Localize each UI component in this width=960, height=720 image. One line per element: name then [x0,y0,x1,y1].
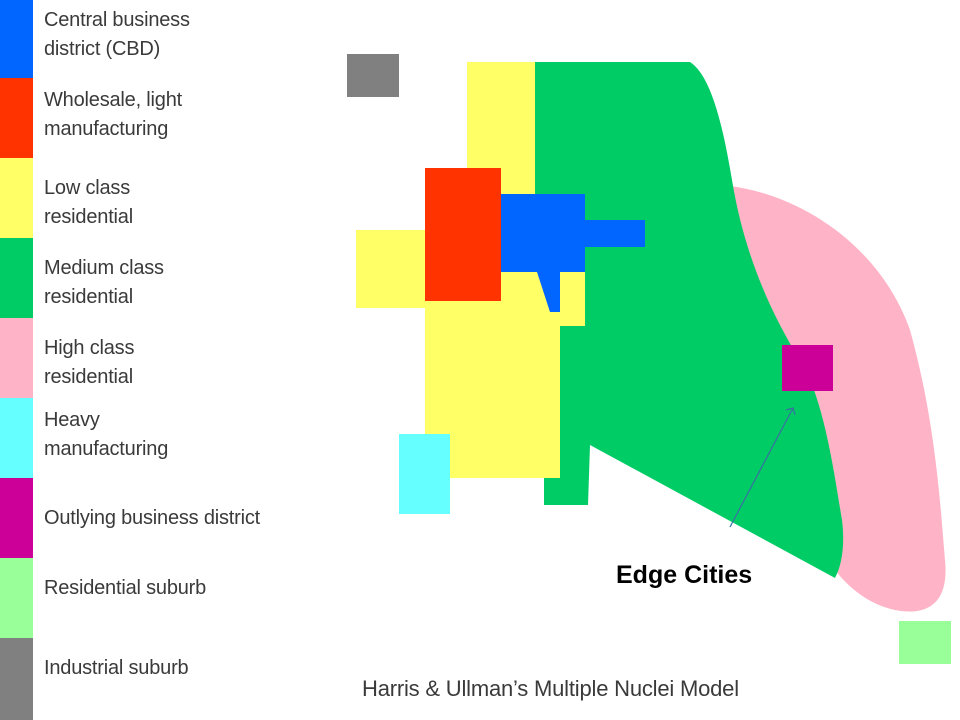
callout-pointer-line [729,407,794,528]
diagram-title: Harris & Ullman’s Multiple Nuclei Model [362,676,739,701]
legend-swatch-industrial-suburb [0,638,33,720]
zone-high-class-residential [730,186,946,612]
legend-swatch-medium-class [0,238,33,318]
legend-label-wholesale: Wholesale, light manufacturing [44,89,182,140]
legend-swatch-outlying-business [0,478,33,558]
legend-swatch-residential-suburb [0,558,33,638]
legend-label-residential-suburb: Residential suburb [44,577,207,599]
legend-label-outlying-business: Outlying business district [44,507,261,529]
legend-label-cbd: Central business district (CBD) [44,9,190,60]
zone-residential-suburb [899,621,951,664]
legend-label-medium-class: Medium class residential [44,257,164,308]
zone-medium-class-residential [535,62,844,578]
legend-swatch-wholesale [0,78,33,158]
legend-label-low-class: Low class residential [44,177,133,228]
zone-heavy-manufacturing [399,434,450,514]
callout-pointer-arrowhead [785,407,796,416]
legend-swatch-low-class [0,158,33,238]
legend-label-heavy-manufacturing: Heavy manufacturing [44,409,169,460]
edge-cities-callout: Edge Cities [616,561,753,589]
zone-outlying-business-district [782,345,833,391]
zone-cbd [501,194,645,312]
legend-swatch-cbd [0,0,33,78]
legend: Central business district (CBD) Wholesal… [0,0,340,720]
legend-label-high-class: High class residential [44,337,135,388]
zone-industrial-suburb [347,54,399,97]
legend-swatch-high-class [0,318,33,398]
legend-label-industrial-suburb: Industrial suburb [44,657,189,679]
zone-wholesale-light-manufacturing [425,168,501,301]
legend-swatch-heavy-manufacturing [0,398,33,478]
